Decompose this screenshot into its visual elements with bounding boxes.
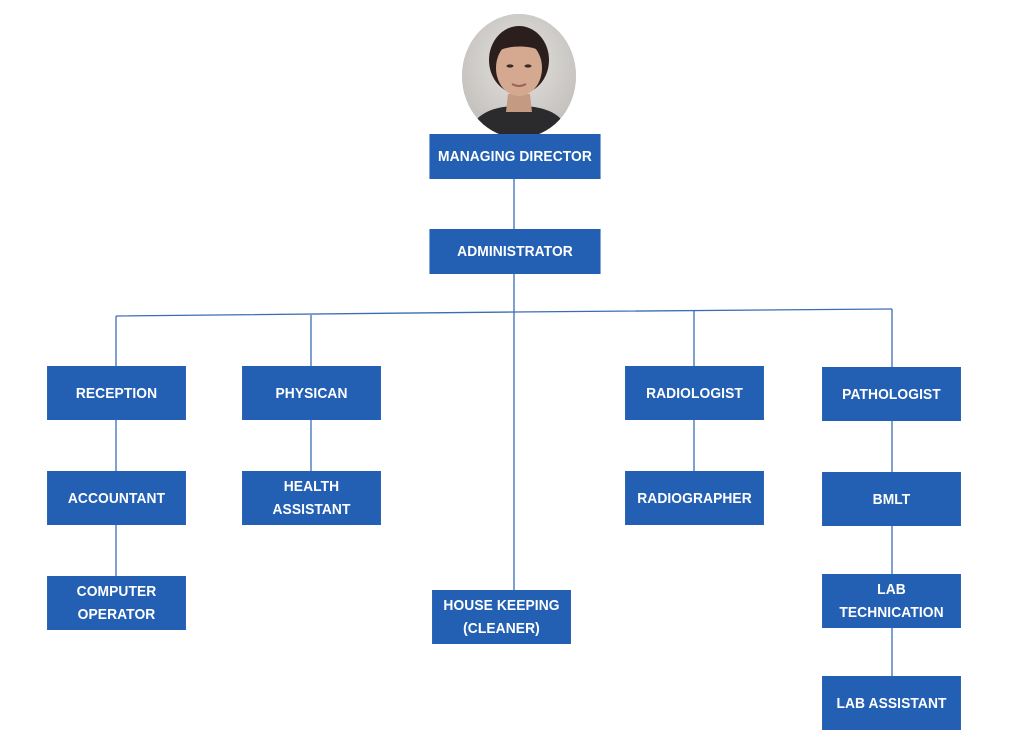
node-reception: RECEPTION — [47, 366, 186, 420]
node-label: LAB TECHNICATION — [839, 581, 944, 621]
node-label: PHYSICAN — [275, 384, 348, 402]
node-label: RADIOGRAPHER — [637, 489, 752, 507]
node-bmlt: BMLT — [822, 472, 961, 526]
node-label: RECEPTION — [75, 384, 158, 402]
node-lab-technication: LAB TECHNICATION — [822, 574, 961, 628]
node-label: PATHOLOGIST — [842, 385, 941, 403]
node-computer-operator: COMPUTER OPERATOR — [47, 576, 186, 630]
node-pathologist: PATHOLOGIST — [822, 367, 961, 421]
node-label: RADIOLOGIST — [646, 384, 743, 402]
node-label: HEALTH ASSISTANT — [272, 478, 351, 518]
node-radiographer: RADIOGRAPHER — [625, 471, 764, 525]
node-label: LAB ASSISTANT — [836, 694, 947, 712]
node-managing-director: MANAGING DIRECTOR — [429, 134, 601, 179]
node-radiologist: RADIOLOGIST — [625, 366, 764, 420]
node-label: COMPUTER OPERATOR — [76, 583, 157, 623]
node-label: ADMINISTRATOR — [457, 243, 573, 260]
node-accountant: ACCOUNTANT — [47, 471, 186, 525]
node-lab-assistant: LAB ASSISTANT — [822, 676, 961, 730]
director-photo — [462, 14, 576, 138]
node-physican: PHYSICAN — [242, 366, 381, 420]
node-label: MANAGING DIRECTOR — [438, 148, 592, 165]
node-administrator: ADMINISTRATOR — [429, 229, 601, 274]
node-label: HOUSE KEEPING (CLEANER) — [443, 597, 560, 637]
node-health-assistant: HEALTH ASSISTANT — [242, 471, 381, 525]
connector-horizontal-bus — [115, 308, 893, 317]
node-house-keeping: HOUSE KEEPING (CLEANER) — [432, 590, 571, 644]
node-label: BMLT — [872, 490, 911, 508]
node-label: ACCOUNTANT — [67, 489, 166, 507]
